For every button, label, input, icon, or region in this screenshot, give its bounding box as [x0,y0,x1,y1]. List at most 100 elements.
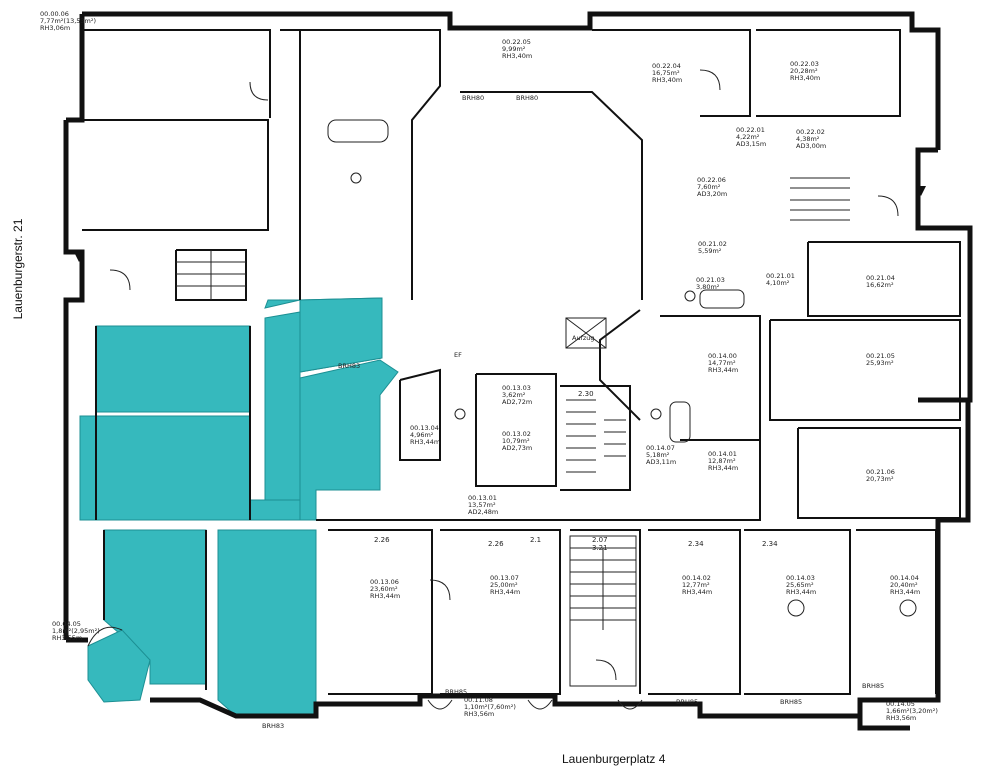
room-id: 00.14.01 [708,450,737,458]
room-id: 00.21.03 [696,276,725,284]
room-label-00.21.03: 00.21.033,80m² [696,276,725,291]
room-rh: RH3,55m [52,634,82,642]
room-area: 5,59m² [698,247,722,255]
room-id: 00.14.05 [886,700,915,708]
room-area: 13,57m² [468,501,496,509]
room-id: 00.22.05 [502,38,531,46]
room-label-00.11.08: 00.11.081,10m²(7,60m²)RH3,56m [464,696,516,718]
room-area: 12,87m² [708,457,736,465]
room-area: 25,93m² [866,359,894,367]
ef-label: EF [454,351,462,359]
room-rh: RH3,40m [652,76,682,84]
room-label-00.21.01: 00.21.014,10m² [766,272,795,287]
misc-labels: Aufzug EF BRH80 BRH80 BRH83 BRH83 BRH85 … [262,94,884,730]
room-area: 1,66m²(3,20m²) [886,707,938,715]
toilet-a [350,172,362,184]
outer-walls [63,11,973,731]
room-area: 20,73m² [866,475,894,483]
dim-21: 2.1 [530,536,541,544]
room-id: 00.04.05 [52,620,81,628]
room-label-00.21.02: 00.21.025,59m² [698,240,727,255]
dim-226-b: 2.26 [488,540,504,548]
dim-321: 3.21 [592,544,608,552]
room-id: 00.21.02 [698,240,727,248]
room-id: 00.21.06 [866,468,895,476]
highlight-corridor-upper [264,311,301,521]
room-id: 00.14.00 [708,352,737,360]
room-area: 4,10m² [766,279,790,287]
room-id: 00.22.06 [697,176,726,184]
brh83-label: BRH83 [338,362,360,370]
room-rh: AD2,72m [502,398,532,406]
stair-upper-right [790,177,850,221]
stove-b [899,599,917,617]
room-area: 7,60m² [697,183,721,191]
room-rh: RH3,40m [790,74,820,82]
room-area: 4,22m² [736,133,760,141]
room-rh: RH3,44m [370,592,400,600]
door-arc-1 [249,81,269,101]
room-area: 14,77m² [708,359,736,367]
room-area: 16,62m² [866,281,894,289]
bathtub-small [699,289,745,309]
stair-inner [566,399,626,473]
room-area: 3,62m² [502,391,526,399]
room-rh: AD3,11m [646,458,676,466]
room-rh: AD3,15m [736,140,766,148]
door-arc-5 [699,69,721,91]
room-rh: AD3,20m [697,190,727,198]
room-area: 25,00m² [490,581,518,589]
brh80-label-b: BRH80 [516,94,538,102]
room-rh: RH3,44m [490,588,520,596]
brh85-label-d: BRH85 [862,682,884,690]
room-rh: RH3,44m [708,464,738,472]
room-area: 9,99m² [502,45,526,53]
stove-a [787,599,805,617]
room-label-00.00.06: 00.00.067,77m²(13,53m²)RH3,06m [40,10,96,32]
room-area: 12,77m² [682,581,710,589]
brh85-label-b: BRH85 [676,698,698,706]
room-labels: 00.00.067,77m²(13,53m²)RH3,06m 00.22.059,… [40,10,938,722]
entrance-arrow-left [74,252,84,262]
room-id: 00.14.03 [786,574,815,582]
highlight-room-middle-right [299,359,399,521]
room-label-00.14.05: 00.14.051,66m²(3,20m²)RH3,56m [886,700,938,722]
dim-226-a: 2.26 [374,536,390,544]
room-area: 1,8m²(2,95m²) [52,627,100,635]
room-area: 25,65m² [786,581,814,589]
dim-234-b: 2.34 [762,540,778,548]
stair-treads [570,547,636,630]
room-id: 00.14.07 [646,444,675,452]
room-id: 00.14.02 [682,574,711,582]
room-id: 00.13.07 [490,574,519,582]
room-area: 3,80m² [696,283,720,291]
room-id: 00.13.06 [370,578,399,586]
room-area: 4,96m² [410,431,434,439]
room-id: 00.21.01 [766,272,795,280]
room-rh: AD2,73m [502,444,532,452]
room-id: 00.22.02 [796,128,825,136]
room-rh: RH3,06m [40,24,70,32]
room-area: 23,60m² [370,585,398,593]
toilet-d [684,290,696,302]
brh85-label-c: BRH85 [780,698,802,706]
dim-207: 2.07 [592,536,608,544]
inner-walls [74,29,961,710]
street-label-left: Lauenburgerstr. 21 [11,218,25,320]
room-id: 00.21.05 [866,352,895,360]
room-area: 4,38m² [796,135,820,143]
elevator-shaft [565,317,607,349]
brh83-bottom-label: BRH83 [262,722,284,730]
door-arc-3 [429,579,451,601]
door-arc-bottom-2 [527,699,553,710]
room-rh: RH3,44m [682,588,712,596]
